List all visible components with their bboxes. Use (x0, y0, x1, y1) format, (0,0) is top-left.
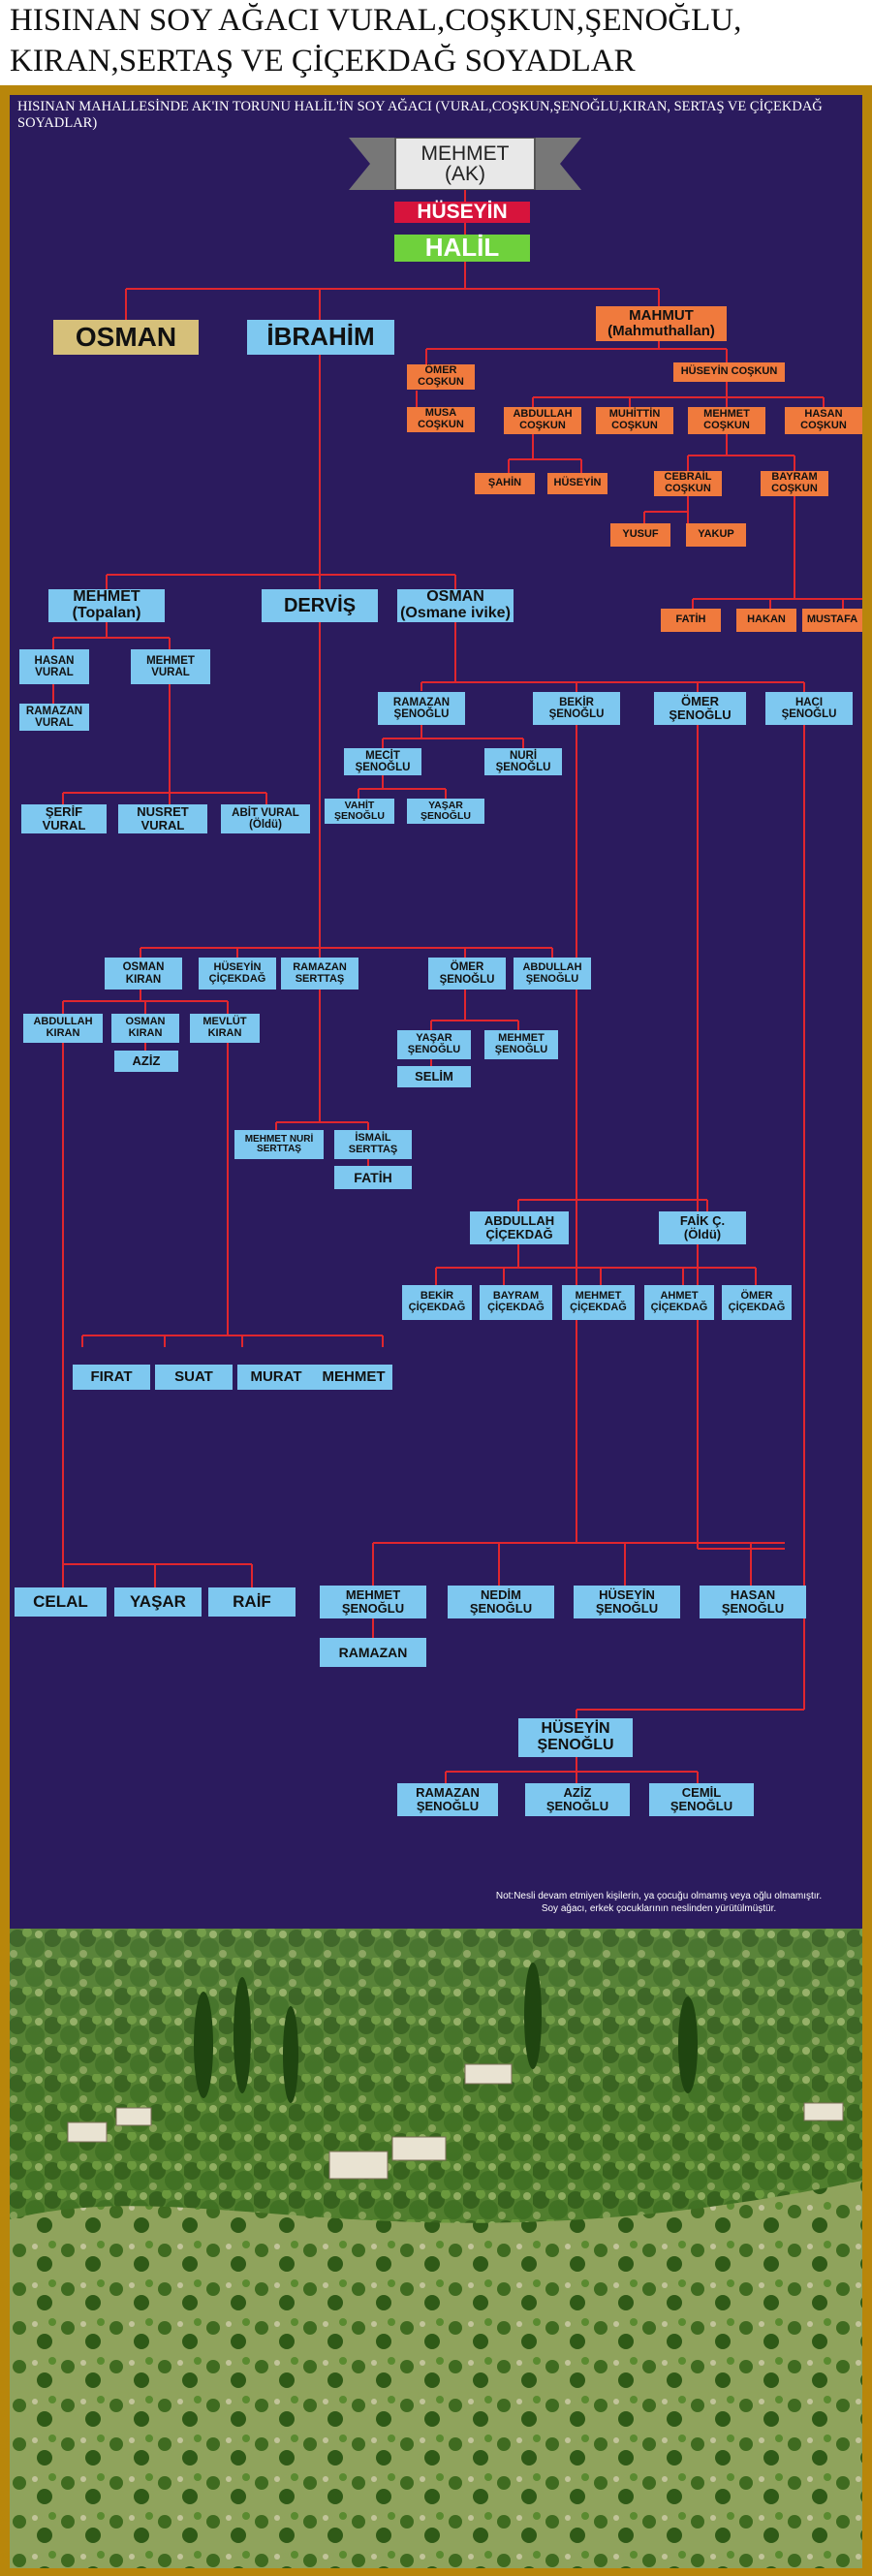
node-hasan-senoglu: HASAN ŞENOĞLU (700, 1586, 806, 1618)
node-abdullah-cicekdag: ABDULLAH ÇİÇEKDAĞ (470, 1211, 569, 1244)
footnote: Not:Nesli devam etmiyen kişilerin, ya ço… (495, 1891, 823, 1914)
node-muhittin-coskun: MUHİTTİN COŞKUN (596, 407, 673, 434)
node-cebrail-coskun: CEBRAİL COŞKUN (654, 471, 722, 496)
node-raif: RAİF (208, 1587, 296, 1617)
node-musa-coskun: MUSA COŞKUN (407, 407, 475, 432)
node-suat: SUAT (155, 1365, 233, 1390)
node-omer-cicekdag: ÖMER ÇİÇEKDAĞ (722, 1285, 792, 1320)
node-aziz-senoglu: AZİZ ŞENOĞLU (525, 1783, 630, 1816)
node-hakan: HAKAN (736, 609, 796, 632)
node-osman-ivike: OSMAN (Osmane ivike) (397, 588, 514, 622)
node-bayram-cicekdag: BAYRAM ÇİÇEKDAĞ (480, 1285, 552, 1320)
node-ramazan-vural: RAMAZAN VURAL (19, 704, 89, 731)
node-faik: FAİK Ç. (Öldü) (659, 1211, 746, 1244)
node-nedim-senoglu: NEDİM ŞENOĞLU (448, 1586, 554, 1618)
node-huseyin2: HÜSEYİN (547, 473, 607, 494)
root-mehmet-ak: MEHMET (AK) (420, 142, 510, 185)
node-yasar2: YAŞAR (114, 1587, 202, 1617)
node-omer-coskun: ÖMER COŞKUN (407, 364, 475, 390)
node-selim: SELİM (397, 1066, 471, 1087)
node-ramazan-senoglu: RAMAZAN ŞENOĞLU (378, 692, 465, 725)
node-nusret-vural: NUSRET VURAL (118, 804, 207, 833)
node-yasar-senoglu2: YAŞAR ŞENOĞLU (397, 1030, 471, 1059)
node-ibrahim: İBRAHİM (247, 320, 394, 355)
node-abdullah-senoglu: ABDULLAH ŞENOĞLU (514, 958, 591, 990)
node-mehmet-cicekdag: MEHMET ÇİÇEKDAĞ (562, 1285, 635, 1320)
node-hasan-coskun: HASAN COŞKUN (785, 407, 862, 434)
node-omer-senoglu2: ÖMER ŞENOĞLU (428, 958, 506, 990)
node-yakup: YAKUP (686, 523, 746, 547)
node-mehmet-senoglu2: MEHMET ŞENOĞLU (484, 1030, 558, 1059)
node-haci-senoglu: HACI ŞENOĞLU (765, 692, 853, 725)
node-mehmet2: MEHMET (315, 1365, 392, 1390)
node-osman-kiran: OSMAN KIRAN (105, 958, 182, 990)
node-mustafa: MUSTAFA (802, 609, 862, 632)
node-mecit-senoglu: MECİT ŞENOĞLU (344, 748, 421, 775)
node-yasar-senoglu: YAŞAR ŞENOĞLU (407, 799, 484, 824)
node-abdullah-coskun: ABDULLAH COŞKUN (504, 407, 581, 434)
node-ramazan-serttas: RAMAZAN SERTTAŞ (281, 958, 358, 990)
node-ramazan2: RAMAZAN (320, 1638, 426, 1667)
node-hasan-vural: HASAN VURAL (19, 649, 89, 684)
root-ribbon-shape (349, 138, 581, 190)
node-vahit-senoglu: VAHİT ŞENOĞLU (325, 799, 394, 824)
node-halil: HALİL (394, 235, 530, 262)
node-huseyin-senoglu2: HÜSEYİN ŞENOĞLU (518, 1718, 633, 1757)
node-bekir-senoglu: BEKİR ŞENOĞLU (533, 692, 620, 725)
node-omer-senoglu: ÖMER ŞENOĞLU (654, 692, 746, 725)
node-mevlut-kiran: MEVLÜT KIRAN (190, 1014, 260, 1043)
node-mehmet-nuri-serttas: MEHMET NURİ SERTTAŞ (234, 1130, 324, 1159)
node-huseyin-coskun: HÜSEYİN COŞKUN (673, 362, 785, 382)
node-cemil-senoglu: CEMİL ŞENOĞLU (649, 1783, 754, 1816)
node-osman: OSMAN (53, 320, 199, 355)
node-bekir-cicekdag: BEKİR ÇİÇEKDAĞ (402, 1285, 472, 1320)
node-ismail-serttas: İSMAİL SERTTAŞ (334, 1130, 412, 1159)
node-huseyin-senoglu: HÜSEYİN ŞENOĞLU (574, 1586, 680, 1618)
node-yusuf: YUSUF (610, 523, 670, 547)
node-mahmut: MAHMUT (Mahmuthallan) (596, 306, 727, 341)
node-mehmet-vural: MEHMET VURAL (131, 649, 210, 684)
node-huseyin-cicekdag: HÜSEYİN ÇİÇEKDAĞ (199, 958, 276, 990)
node-fatih: FATİH (661, 609, 721, 632)
village-photo (10, 1929, 862, 2568)
page-title: HISINAN SOY AĞACI VURAL,COŞKUN,ŞENOĞLU, … (10, 3, 742, 79)
node-abdullah-kiran: ABDULLAH KIRAN (23, 1014, 103, 1043)
node-mehmet-topalan: MEHMET (Topalan) (48, 588, 165, 622)
node-celal: CELAL (15, 1587, 107, 1617)
node-ahmet-cicekdag: AHMET ÇİÇEKDAĞ (644, 1285, 714, 1320)
node-serif-vural: ŞERİF VURAL (21, 804, 107, 833)
node-sahin: ŞAHİN (475, 473, 535, 494)
node-fatih2: FATİH (334, 1166, 412, 1189)
node-aziz: AZİZ (114, 1051, 178, 1072)
node-huseyin: HÜSEYİN (394, 201, 530, 223)
node-bayram-coskun: BAYRAM COŞKUN (761, 471, 828, 496)
node-nuri-senoglu: NURİ ŞENOĞLU (484, 748, 562, 775)
family-tree-panel: HISINAN MAHALLESİNDE AK'IN TORUNU HALİL'… (10, 95, 862, 1929)
node-ramazan-senoglu2: RAMAZAN ŞENOĞLU (397, 1783, 498, 1816)
node-osman-kiran2: OSMAN KIRAN (111, 1014, 179, 1043)
node-firat: FIRAT (73, 1365, 150, 1390)
node-murat: MURAT (237, 1365, 315, 1390)
node-dervis: DERVİŞ (262, 589, 378, 622)
tree-header: HISINAN MAHALLESİNDE AK'IN TORUNU HALİL'… (17, 99, 823, 131)
node-mehmet-senoglu3: MEHMET ŞENOĞLU (320, 1586, 426, 1618)
node-abit-vural: ABİT VURAL (Öldü) (221, 804, 310, 833)
node-mehmet-coskun: MEHMET COŞKUN (688, 407, 765, 434)
connector-lines (52, 190, 862, 1783)
landscape-illustration (10, 1929, 862, 2568)
